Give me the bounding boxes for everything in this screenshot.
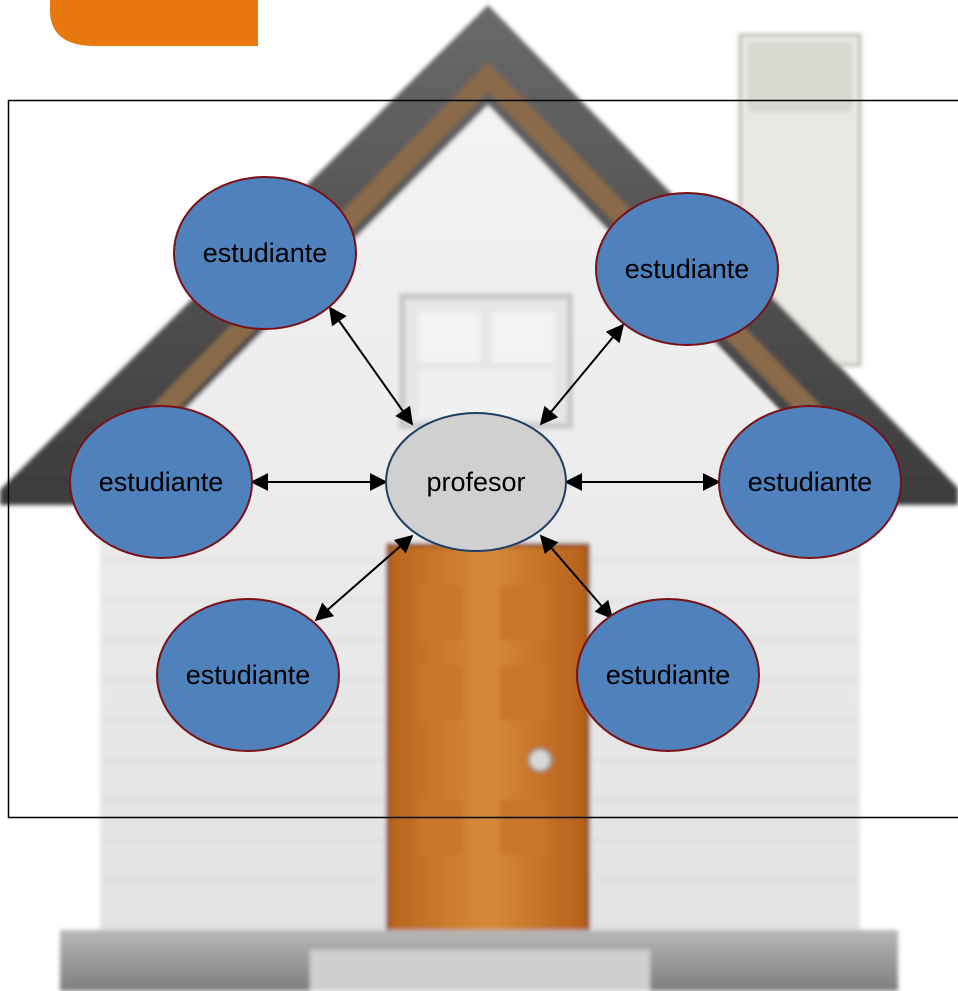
student-node-label: estudiante (99, 467, 224, 497)
connector-arrow-student-top-left (328, 306, 414, 426)
edges-layer (250, 306, 721, 622)
student-node-shape (173, 176, 357, 330)
connector-arrow-student-top-right (539, 323, 625, 426)
student-node-top-right[interactable]: estudiante (595, 192, 779, 346)
teacher-node[interactable]: profesor (385, 412, 567, 552)
window (399, 293, 573, 429)
student-node-label: estudiante (748, 467, 873, 497)
student-node-bottom-right[interactable]: estudiante (576, 598, 760, 752)
student-node-shape (69, 405, 253, 559)
student-node-label: estudiante (203, 238, 328, 268)
student-node-label: estudiante (625, 254, 750, 284)
student-node-label: estudiante (606, 660, 731, 690)
student-node-mid-right[interactable]: estudiante (718, 405, 902, 559)
student-node-bottom-left[interactable]: estudiante (156, 598, 340, 752)
nodes-layer: profesor estudiante estudiante estudiant… (69, 176, 902, 752)
door (386, 543, 590, 947)
teacher-node-shape (385, 412, 567, 552)
door-knob (528, 748, 552, 772)
student-node-shape (156, 598, 340, 752)
teacher-node-label: profesor (426, 467, 525, 497)
student-node-mid-left[interactable]: estudiante (69, 405, 253, 559)
connector-arrow-student-bottom-right (539, 534, 614, 620)
accent-tab (50, 0, 258, 46)
student-node-top-left[interactable]: estudiante (173, 176, 357, 330)
student-node-shape (576, 598, 760, 752)
diagram-frame (7, 99, 958, 819)
connector-arrow-student-bottom-left (314, 534, 414, 622)
student-node-label: estudiante (186, 660, 311, 690)
student-node-shape (595, 192, 779, 346)
student-node-shape (718, 405, 902, 559)
porch-step (60, 930, 898, 991)
